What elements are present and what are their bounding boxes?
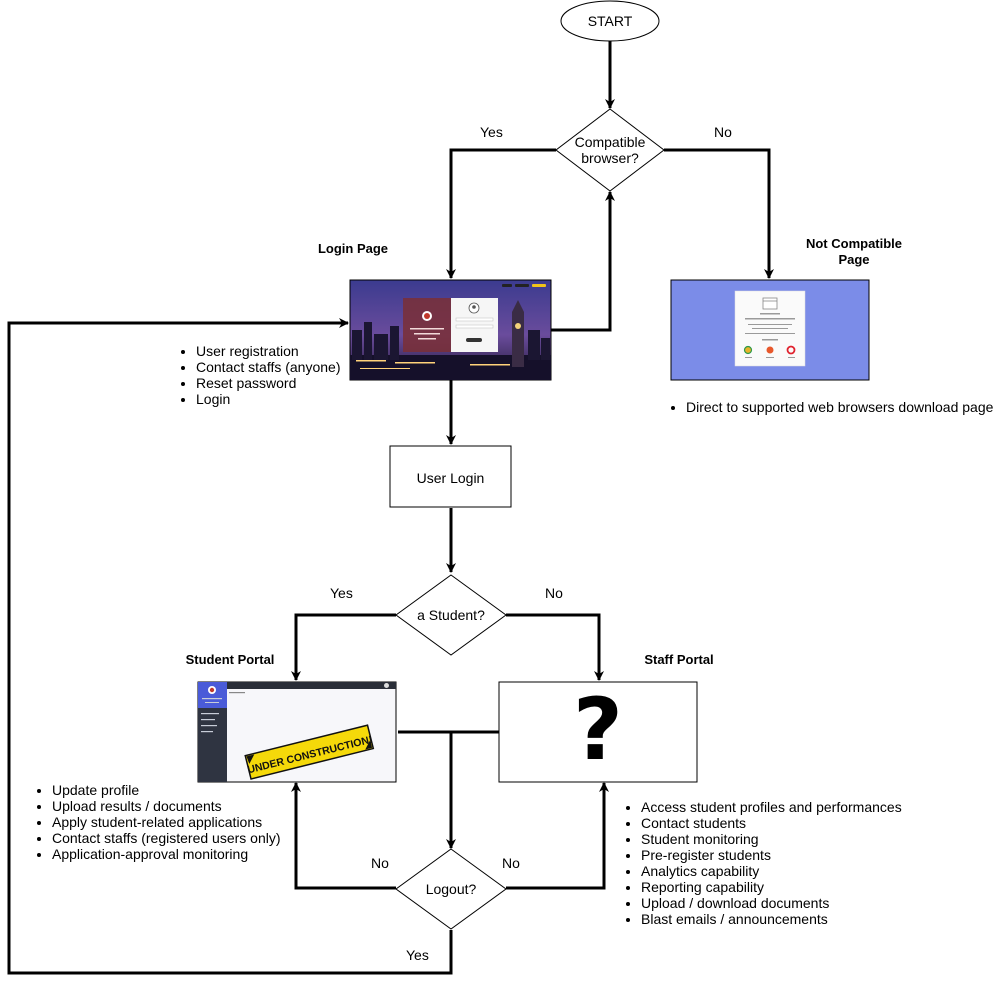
not-compatible-title-line-2: Page bbox=[838, 252, 870, 267]
opera-icon bbox=[786, 345, 796, 355]
staff-features-list: Access student profiles and performances… bbox=[621, 799, 902, 927]
list-item: Apply student-related applications bbox=[52, 814, 281, 830]
list-item: Upload results / documents bbox=[52, 798, 281, 814]
edge-student-no bbox=[506, 613, 604, 681]
list-item: Pre-register students bbox=[641, 847, 902, 863]
user-login-node bbox=[389, 445, 512, 508]
compatible-decision bbox=[555, 108, 665, 192]
edge-compatible-no bbox=[664, 148, 774, 279]
list-item: Access student profiles and performances bbox=[641, 799, 902, 815]
list-item: Contact students bbox=[641, 815, 902, 831]
edge-label-compatible-yes: Yes bbox=[480, 124, 503, 140]
edge-logout-no-staff bbox=[506, 782, 609, 890]
staff-portal-node bbox=[498, 681, 698, 783]
edge-label-logout-no-left: No bbox=[371, 855, 389, 871]
not-compatible-features-list: Direct to supported web browsers downloa… bbox=[666, 399, 993, 415]
list-item: Contact staffs (anyone) bbox=[196, 359, 340, 375]
compatible-browser-question: Compatible browser? bbox=[556, 134, 664, 166]
list-item: Login bbox=[196, 391, 340, 407]
list-item: Update profile bbox=[52, 782, 281, 798]
login-features-list: User registration Contact staffs (anyone… bbox=[176, 343, 340, 407]
edge-label-student-yes: Yes bbox=[330, 585, 353, 601]
edge-logout-yes bbox=[7, 318, 453, 975]
chrome-icon bbox=[743, 345, 753, 355]
edge-label-logout-yes: Yes bbox=[406, 947, 429, 963]
student-portal-title: Student Portal bbox=[185, 652, 275, 667]
list-item: Analytics capability bbox=[641, 863, 902, 879]
logout-question: Logout? bbox=[425, 881, 477, 897]
compatible-line-2: browser? bbox=[581, 150, 639, 166]
list-item: Reporting capability bbox=[641, 879, 902, 895]
start-node bbox=[560, 0, 660, 42]
question-mark-icon: ? bbox=[573, 680, 623, 780]
staff-portal-title: Staff Portal bbox=[644, 652, 714, 667]
login-card-left bbox=[403, 298, 451, 352]
not-compatible-thumbnail bbox=[670, 279, 870, 381]
list-item: Upload / download documents bbox=[641, 895, 902, 911]
firefox-icon bbox=[766, 346, 774, 354]
edge-logout-no-student bbox=[291, 782, 396, 890]
student-portal-thumbnail: UNDER CONSTRUCTION! bbox=[197, 681, 397, 783]
student-decision bbox=[395, 574, 507, 656]
logout-decision bbox=[395, 848, 507, 930]
not-compatible-page-title: Not Compatible Page bbox=[789, 236, 919, 268]
list-item: User registration bbox=[196, 343, 340, 359]
student-features-list: Update profile Upload results / document… bbox=[32, 782, 281, 862]
user-login-label: User Login bbox=[416, 470, 485, 486]
list-item: Direct to supported web browsers downloa… bbox=[686, 399, 993, 415]
edge-label-logout-no-right: No bbox=[502, 855, 520, 871]
edge-student-yes bbox=[291, 613, 396, 681]
start-label: START bbox=[587, 13, 633, 29]
not-compatible-title-line-1: Not Compatible bbox=[805, 236, 903, 251]
list-item: Blast emails / announcements bbox=[641, 911, 902, 927]
login-page-title: Login Page bbox=[317, 241, 389, 256]
student-question: a Student? bbox=[417, 607, 485, 623]
list-item: Application-approval monitoring bbox=[52, 846, 281, 862]
list-item: Student monitoring bbox=[641, 831, 902, 847]
edge-label-student-no: No bbox=[545, 585, 563, 601]
edge-login-back-to-compatible bbox=[551, 191, 615, 332]
login-page-thumbnail bbox=[349, 279, 552, 381]
compatible-line-1: Compatible bbox=[574, 134, 646, 150]
list-item: Contact staffs (registered users only) bbox=[52, 830, 281, 846]
edge-label-compatible-no: No bbox=[714, 124, 732, 140]
connectors bbox=[7, 41, 774, 975]
list-item: Reset password bbox=[196, 375, 340, 391]
edge-compatible-yes bbox=[446, 148, 556, 279]
